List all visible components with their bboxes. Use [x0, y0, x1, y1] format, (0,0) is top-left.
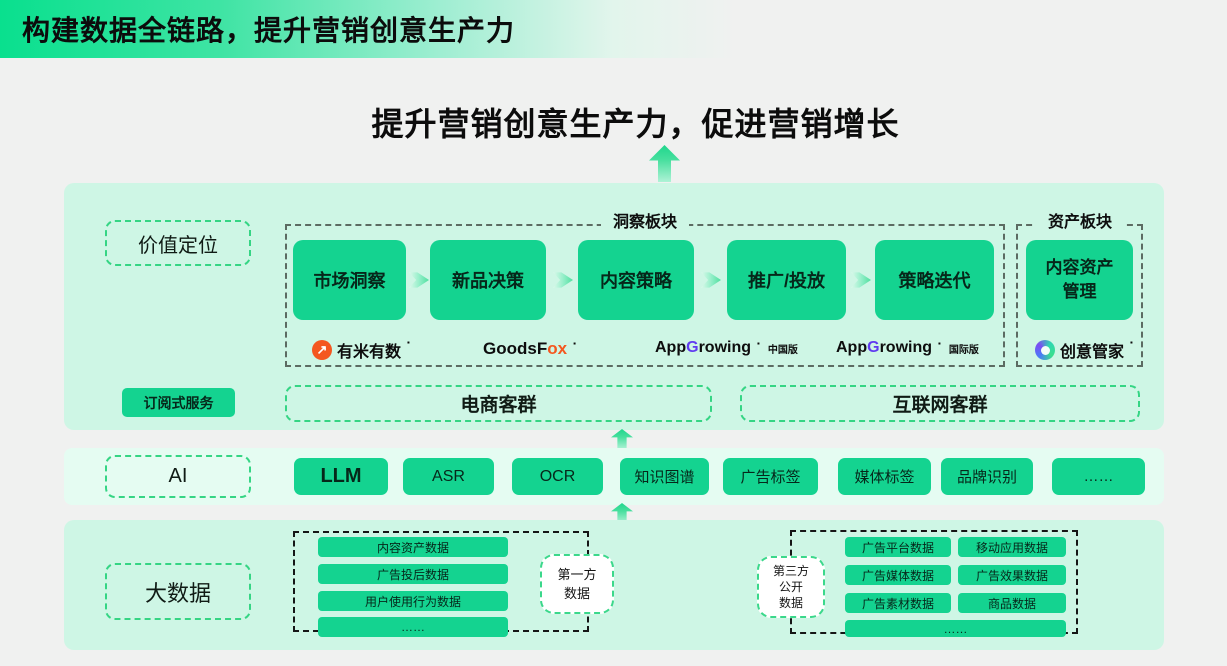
ai-box-ocr: OCR — [512, 458, 603, 495]
ecommerce-customer-group-box: 电商客群 — [285, 385, 712, 422]
goodsfox-logo-text: GoodsFox — [483, 339, 568, 358]
goodsfox-fox-icon: ox — [547, 339, 568, 358]
step-new-product-decision: 新品决策 — [430, 240, 546, 320]
youmi-logo-icon: ↗ — [312, 340, 332, 360]
bar-ad-creative-data: 广告素材数据 — [845, 593, 951, 613]
logo-creative-butler: 创意管家 ▪ — [1035, 338, 1133, 362]
up-arrow-icon — [649, 145, 680, 182]
step-market-insight: 市场洞察 — [293, 240, 406, 320]
logo-appgrowing-global: AppGrowing ▪ 国际版 — [836, 339, 979, 357]
value-positioning-label: 价值定位 — [105, 220, 251, 266]
creative-butler-logo-text: 创意管家 — [1060, 344, 1125, 361]
trademark-icon: ▪ — [757, 339, 760, 348]
page-title: 构建数据全链路，提升营销创意生产力 — [22, 15, 516, 46]
trademark-icon: ▪ — [1130, 338, 1133, 347]
asset-content-management-box: 内容资产 管理 — [1026, 240, 1133, 320]
step-content-strategy: 内容策略 — [578, 240, 694, 320]
bar-ad-platform-data: 广告平台数据 — [845, 537, 951, 557]
logo-goodsfox: GoodsFox ▪ — [483, 339, 576, 359]
appgrowing-logo-text: AppGrowing — [836, 339, 932, 356]
headline: 提升营销创意生产力，促进营销增长 — [371, 106, 900, 142]
logo-youmi: ↗ 有米有数 ▪ — [312, 338, 410, 362]
first-party-data-tag: 第一方 数据 — [540, 554, 614, 614]
logo-appgrowing-cn: AppGrowing ▪ 中国版 — [655, 339, 798, 357]
title-bar: 构建数据全链路，提升营销创意生产力 — [0, 0, 1227, 58]
up-arrow-icon — [611, 429, 633, 449]
subscription-service-badge: 订阅式服务 — [122, 388, 235, 417]
bar-product-data: 商品数据 — [958, 593, 1066, 613]
trademark-icon: ▪ — [573, 339, 576, 348]
ai-box-brand-recognition: 品牌识别 — [941, 458, 1033, 495]
internet-customer-group-box: 互联网客群 — [740, 385, 1140, 422]
third-party-data-tag: 第三方 公开 数据 — [757, 556, 825, 618]
ai-box-ad-tags: 广告标签 — [723, 458, 818, 495]
bar-content-asset-data: 内容资产数据 — [318, 537, 508, 557]
ai-box-media-tags: 媒体标签 — [838, 458, 931, 495]
appgrowing-region-label: 中国版 — [767, 344, 798, 356]
bar-more: …… — [318, 617, 508, 637]
bar-mobile-app-data: 移动应用数据 — [958, 537, 1066, 557]
appgrowing-logo-text: AppGrowing — [655, 339, 751, 356]
youmi-logo-text: 有米有数 — [337, 344, 402, 361]
ai-box-llm: LLM — [294, 458, 388, 495]
bigdata-label: 大数据 — [105, 563, 251, 620]
bar-ad-effect-data: 广告效果数据 — [958, 565, 1066, 585]
bar-more: …… — [845, 620, 1066, 637]
ai-box-more: …… — [1052, 458, 1145, 495]
trademark-icon: ▪ — [407, 338, 410, 347]
bar-ad-post-data: 广告投后数据 — [318, 564, 508, 584]
appgrowing-g-icon: G — [686, 339, 699, 356]
ai-box-asr: ASR — [403, 458, 494, 495]
appgrowing-g-icon: G — [867, 339, 880, 356]
asset-section-title: 资产板块 — [1035, 206, 1125, 234]
step-strategy-iteration: 策略迭代 — [875, 240, 994, 320]
insight-section-title: 洞察板块 — [600, 206, 690, 234]
appgrowing-region-label: 国际版 — [948, 344, 979, 356]
creative-butler-logo-icon — [1035, 340, 1055, 360]
step-promotion-delivery: 推广/投放 — [727, 240, 846, 320]
bar-user-behavior-data: 用户使用行为数据 — [318, 591, 508, 611]
ai-label: AI — [105, 455, 251, 498]
ai-box-knowledge-graph: 知识图谱 — [620, 458, 709, 495]
bar-ad-media-data: 广告媒体数据 — [845, 565, 951, 585]
trademark-icon: ▪ — [938, 339, 941, 348]
